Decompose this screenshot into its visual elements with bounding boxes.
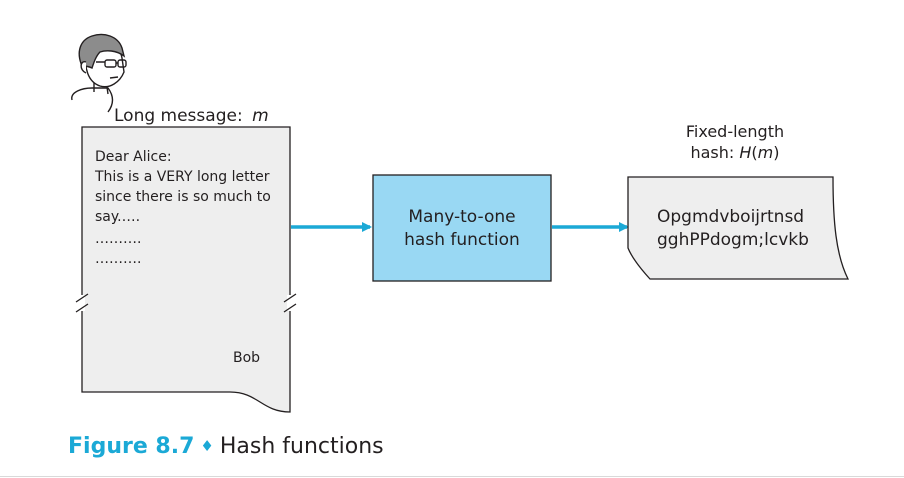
hash-function-label-line1: Many-to-one — [408, 207, 515, 227]
bottom-divider — [0, 476, 904, 477]
hash-output-line1: Opgmdvboijrtnsd — [657, 207, 804, 227]
hash-function-box — [372, 174, 552, 282]
letter-line: say.…. — [95, 209, 140, 225]
letter-line: since there is so much to — [95, 189, 271, 205]
person-icon — [71, 33, 127, 113]
caption-diamond-icon: ♦ — [200, 437, 214, 455]
hash-function-label-line2: hash function — [404, 230, 520, 250]
letter-body: Dear Alice: This is a VERY long letter s… — [94, 149, 271, 267]
figure-number: Figure 8.7 — [68, 434, 195, 459]
letter-line: ………. — [95, 231, 141, 247]
figure-caption: Figure 8.7 ♦ Hash functions — [68, 434, 384, 459]
letter-break-marks — [75, 293, 297, 313]
letter-paper — [81, 126, 291, 413]
fixed-length-label: Fixed-length — [686, 122, 784, 141]
letter-signature: Bob — [233, 350, 260, 366]
hash-of-m-label: hash: H(m) — [690, 143, 779, 162]
letter-line: Dear Alice: — [95, 149, 172, 165]
figure-title: Hash functions — [219, 434, 384, 459]
letter-line: This is a VERY long letter — [94, 169, 270, 185]
hash-output-line2: gghPPdogm;lcvkb — [657, 230, 809, 250]
letter-line: ………. — [95, 251, 141, 267]
long-message-label: Long message: m — [114, 106, 269, 126]
hash-output-paper — [627, 176, 850, 280]
